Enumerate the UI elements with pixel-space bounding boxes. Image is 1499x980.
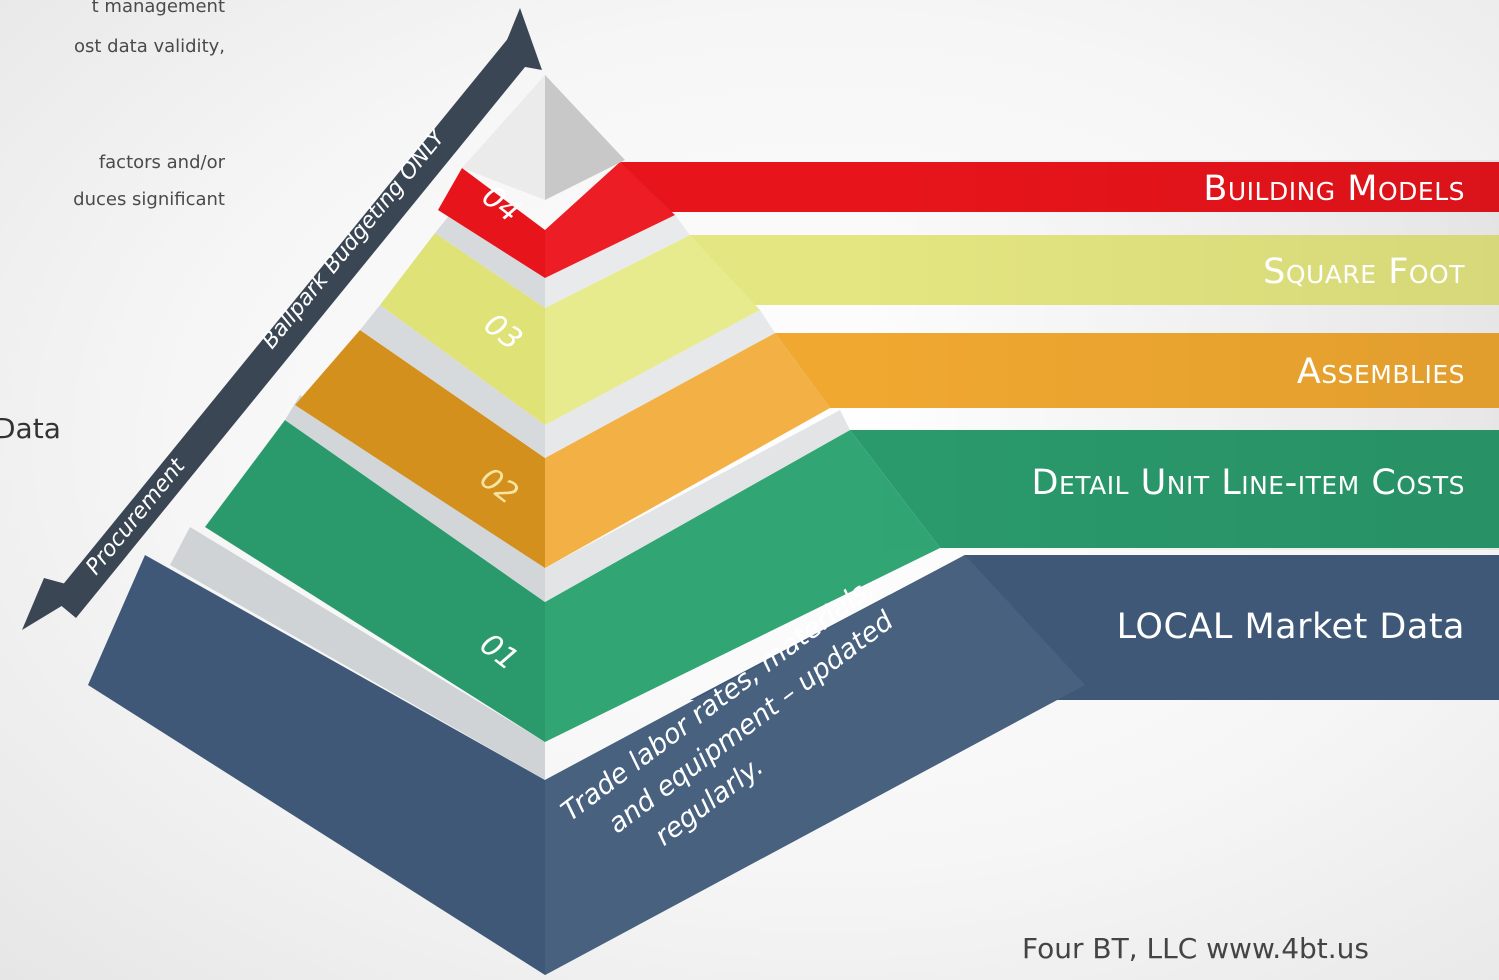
tier-base	[88, 527, 1499, 975]
tier-01-face-right	[545, 430, 940, 742]
band-shading	[850, 160, 1499, 550]
tier-02-face-left	[295, 330, 545, 568]
base-face-left	[88, 555, 545, 975]
arrow-shaft	[52, 36, 534, 618]
side-text-line: t management	[92, 0, 225, 17]
side-text-line: ost data validity,	[74, 36, 225, 57]
arrow-head-down-icon	[22, 578, 88, 630]
base-label: LOCAL Market Data	[1117, 607, 1465, 647]
footer-credit: Four BT, LLC www.4bt.us	[1022, 932, 1369, 965]
tier-03-ledge	[435, 212, 545, 308]
tier-01-face-left	[205, 420, 545, 742]
tier-04-face-left	[438, 168, 545, 278]
tier-label: Detail Unit Line-item Costs	[1032, 463, 1465, 503]
tier-03-ledge	[545, 215, 690, 308]
side-text-line: factors and/or	[99, 152, 226, 173]
arrow-head-up-icon	[498, 8, 542, 70]
tier-labels: Building Models Square Foot Assemblies D…	[1032, 169, 1465, 647]
tier-03-face-right	[545, 235, 760, 425]
tier-label: Building Models	[1203, 169, 1465, 209]
tier-02-ledge	[545, 310, 775, 458]
tier-02-face-right	[545, 333, 830, 568]
base-ledge	[170, 527, 545, 780]
side-text: t management ost data validity, factors …	[0, 0, 226, 445]
tier-label: Square Foot	[1263, 252, 1465, 292]
tier-01-ledge	[285, 395, 545, 602]
pyramid-apex	[462, 75, 625, 200]
base-face-right	[545, 555, 1085, 975]
tier-label: Assemblies	[1297, 352, 1465, 392]
tier-01	[205, 395, 1499, 742]
tier-04-face-right	[545, 162, 675, 278]
tier-03-face-left	[380, 233, 545, 425]
side-text-line: duces significant	[73, 189, 225, 210]
apex-face-left	[462, 75, 545, 200]
tier-01-ledge	[545, 410, 850, 602]
tier-02-ledge	[360, 305, 545, 458]
side-text-line: Data	[0, 412, 61, 445]
apex-face-right	[545, 75, 625, 200]
